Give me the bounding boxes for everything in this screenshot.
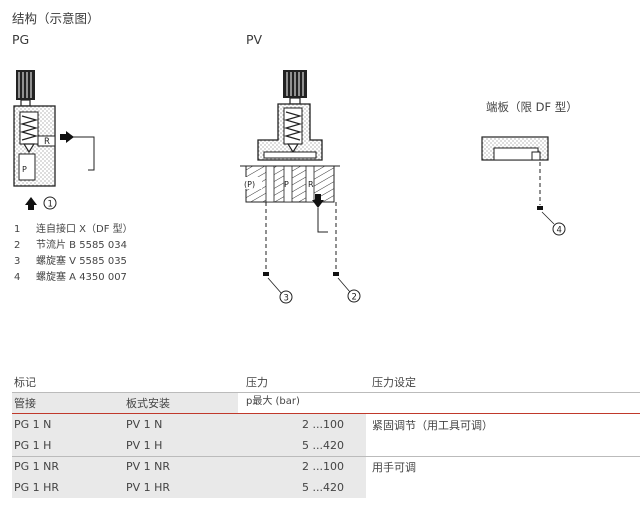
header-mark: 标记	[14, 376, 36, 389]
plug-4-marker	[537, 206, 543, 210]
pg-knob	[16, 70, 35, 100]
pg-r-label: R	[44, 137, 50, 147]
callout-3: 3	[284, 294, 289, 304]
callout-3-circle	[279, 290, 293, 304]
diagram: R P 1 (P) P R 3 2	[13, 70, 566, 304]
callout-1-circle	[43, 196, 57, 210]
plug-2-marker	[333, 272, 339, 276]
header-pressure: 压力	[246, 376, 268, 389]
callout-4-circle	[552, 222, 566, 236]
callout-2-circle	[347, 289, 361, 303]
table-row: PG 1 NR PV 1 NR 2 ...100 用手可调	[12, 456, 640, 477]
header-pipe: 管接	[12, 392, 124, 414]
header-pressure-sub: p最大 (bar)	[238, 392, 366, 414]
pv-valve	[240, 70, 340, 233]
table-row: PG 1 HR PV 1 HR 5 ...420	[12, 477, 640, 498]
pv-r-label: R	[308, 180, 314, 189]
page-title: 结构（示意图）	[12, 11, 100, 26]
pg-p-label: P	[22, 165, 27, 174]
table-row: PG 1 H PV 1 H 5 ...420	[12, 435, 640, 456]
pg-valve	[13, 70, 95, 210]
end-plate	[481, 136, 555, 225]
callout-2: 2	[352, 293, 357, 303]
plate-label: 端板（限 DF 型）	[486, 100, 578, 114]
pv-p-label: P	[284, 180, 289, 189]
pv-p-paren-label: (P)	[244, 180, 255, 189]
callout-4: 4	[557, 226, 562, 236]
header-plate: 板式安装	[124, 392, 238, 414]
header-setting: 压力设定	[372, 376, 416, 389]
table-row: PG 1 N PV 1 N 2 ...100 紧固调节（用工具可调）	[12, 413, 640, 435]
plug-3-marker	[263, 272, 269, 276]
spec-table: 标记 压力 压力设定 管接 板式安装 p最大 (bar) PG 1 N PV 1…	[12, 372, 640, 498]
pg-label: PG	[12, 32, 30, 47]
pv-label: PV	[246, 32, 263, 47]
callout-1: 1	[48, 200, 53, 210]
